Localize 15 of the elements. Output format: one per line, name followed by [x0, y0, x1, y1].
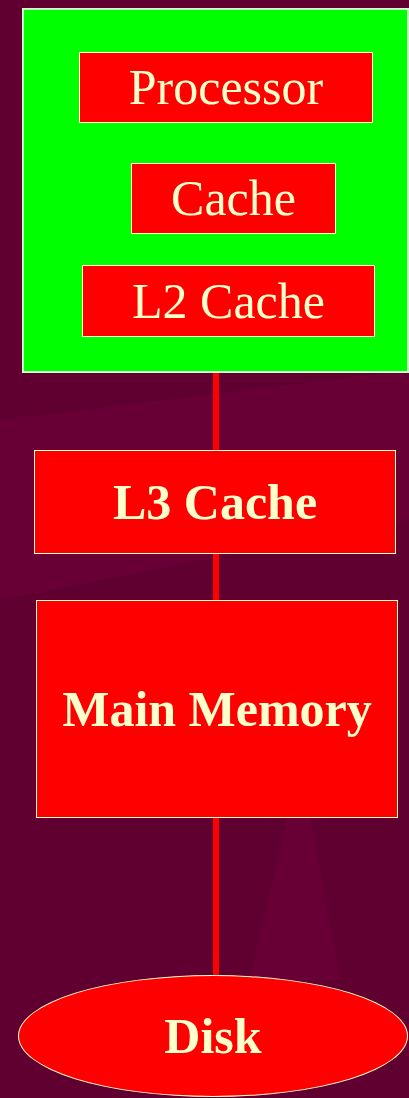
node-label: Main Memory — [62, 681, 372, 737]
process-box — [82, 265, 375, 337]
node-label: Processor — [128, 60, 324, 115]
process-box — [79, 52, 373, 123]
node-label: L2 Cache — [132, 273, 325, 329]
group-box — [22, 8, 409, 373]
node-label: L3 Cache — [112, 474, 318, 530]
process-box — [131, 163, 336, 234]
node-label: Cache — [171, 171, 296, 226]
node-label: Disk — [164, 1008, 262, 1064]
process-box — [36, 600, 398, 818]
connector-line — [213, 818, 219, 975]
connector-line — [213, 554, 219, 600]
process-box — [34, 450, 396, 554]
connector-line — [213, 373, 219, 450]
